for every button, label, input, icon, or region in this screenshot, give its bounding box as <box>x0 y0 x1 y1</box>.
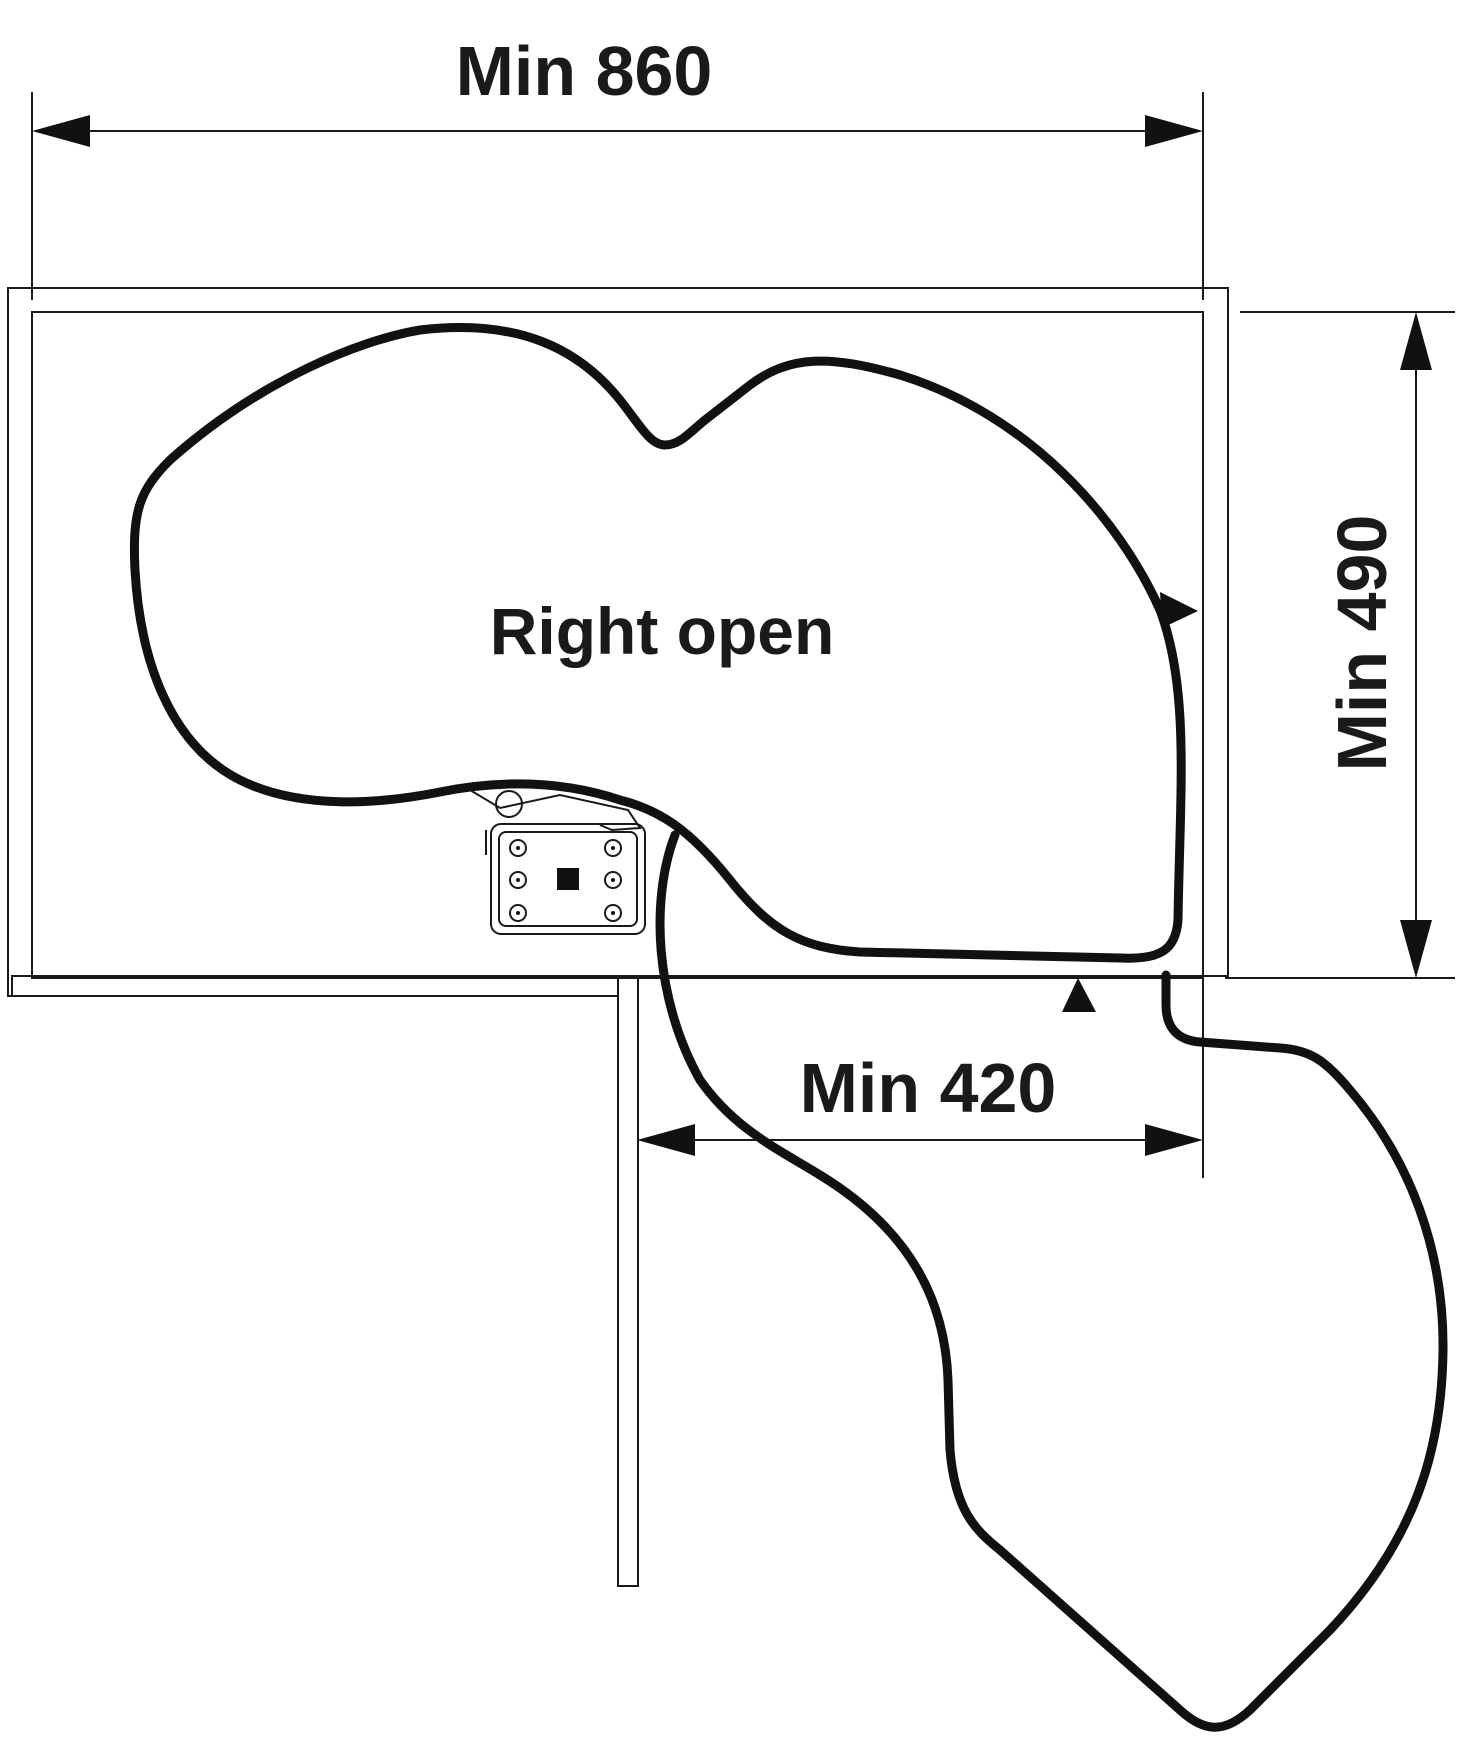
depth-dimension: Min 490 <box>1225 311 1455 979</box>
width-dimension: Min 860 <box>31 32 1204 300</box>
arrow-down-icon <box>1400 920 1432 978</box>
triangle-marker-up-icon <box>1062 978 1096 1012</box>
arrow-right-icon <box>1145 1124 1203 1156</box>
arrow-left-icon <box>32 115 90 147</box>
arrow-right-icon <box>1145 115 1203 147</box>
triangle-marker-right-icon <box>1160 592 1198 628</box>
pivot-icon <box>495 790 523 818</box>
width-dimension-label: Min 860 <box>456 32 713 110</box>
orientation-label: Right open <box>490 594 835 668</box>
bracket-plate-inner <box>498 831 638 927</box>
cabinet-inner-panel <box>31 311 1204 979</box>
center-block-icon <box>557 868 579 890</box>
filler-panel <box>617 977 639 1587</box>
mounting-bracket <box>469 789 646 935</box>
lower-shelf-outline <box>655 830 1448 1732</box>
bracket-plate <box>490 823 646 935</box>
arrow-up-icon <box>1400 312 1432 370</box>
opening-dimension-label: Min 420 <box>800 1049 1057 1127</box>
depth-dimension-label: Min 490 <box>1323 515 1401 772</box>
arrow-left-icon <box>637 1124 695 1156</box>
bracket-arm <box>469 789 642 832</box>
screw-holes <box>509 839 622 922</box>
cabinet-outline <box>7 287 1229 1587</box>
opening-dimension: Min 420 <box>637 978 1204 1178</box>
upper-shelf-outline <box>129 323 1186 963</box>
